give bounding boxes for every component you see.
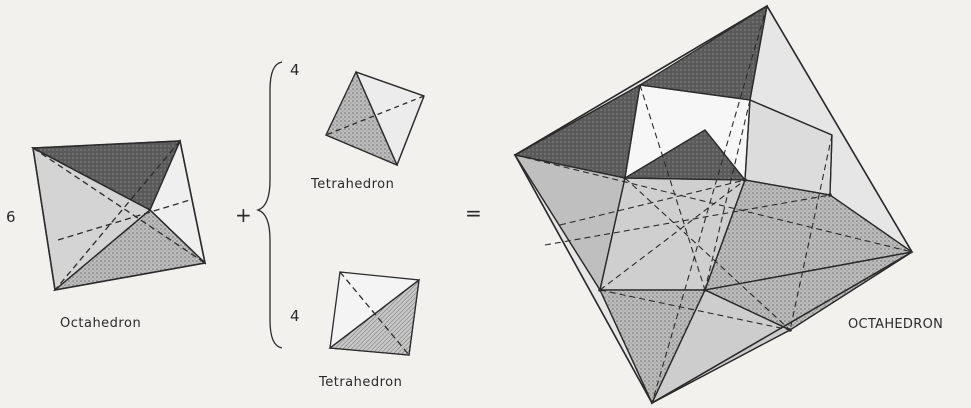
curly-brace bbox=[258, 62, 282, 348]
large-octahedron bbox=[515, 6, 912, 403]
equals-sign: = bbox=[465, 201, 482, 225]
plus-sign: + bbox=[235, 203, 252, 227]
octahedron-count: 6 bbox=[6, 208, 16, 226]
octahedron-label: Octahedron bbox=[60, 316, 141, 331]
bottom-tetrahedron-label: Tetrahedron bbox=[319, 375, 402, 390]
large-octahedron-label: OCTAHEDRON bbox=[848, 317, 943, 332]
top-tetrahedron-count: 4 bbox=[290, 61, 300, 79]
top-tetrahedron bbox=[326, 72, 424, 165]
bottom-tetrahedron bbox=[330, 272, 419, 355]
top-tetrahedron-label: Tetrahedron bbox=[311, 177, 394, 192]
bottom-tetrahedron-count: 4 bbox=[290, 307, 300, 325]
left-octahedron bbox=[33, 141, 205, 290]
large-top-face bbox=[640, 6, 767, 100]
